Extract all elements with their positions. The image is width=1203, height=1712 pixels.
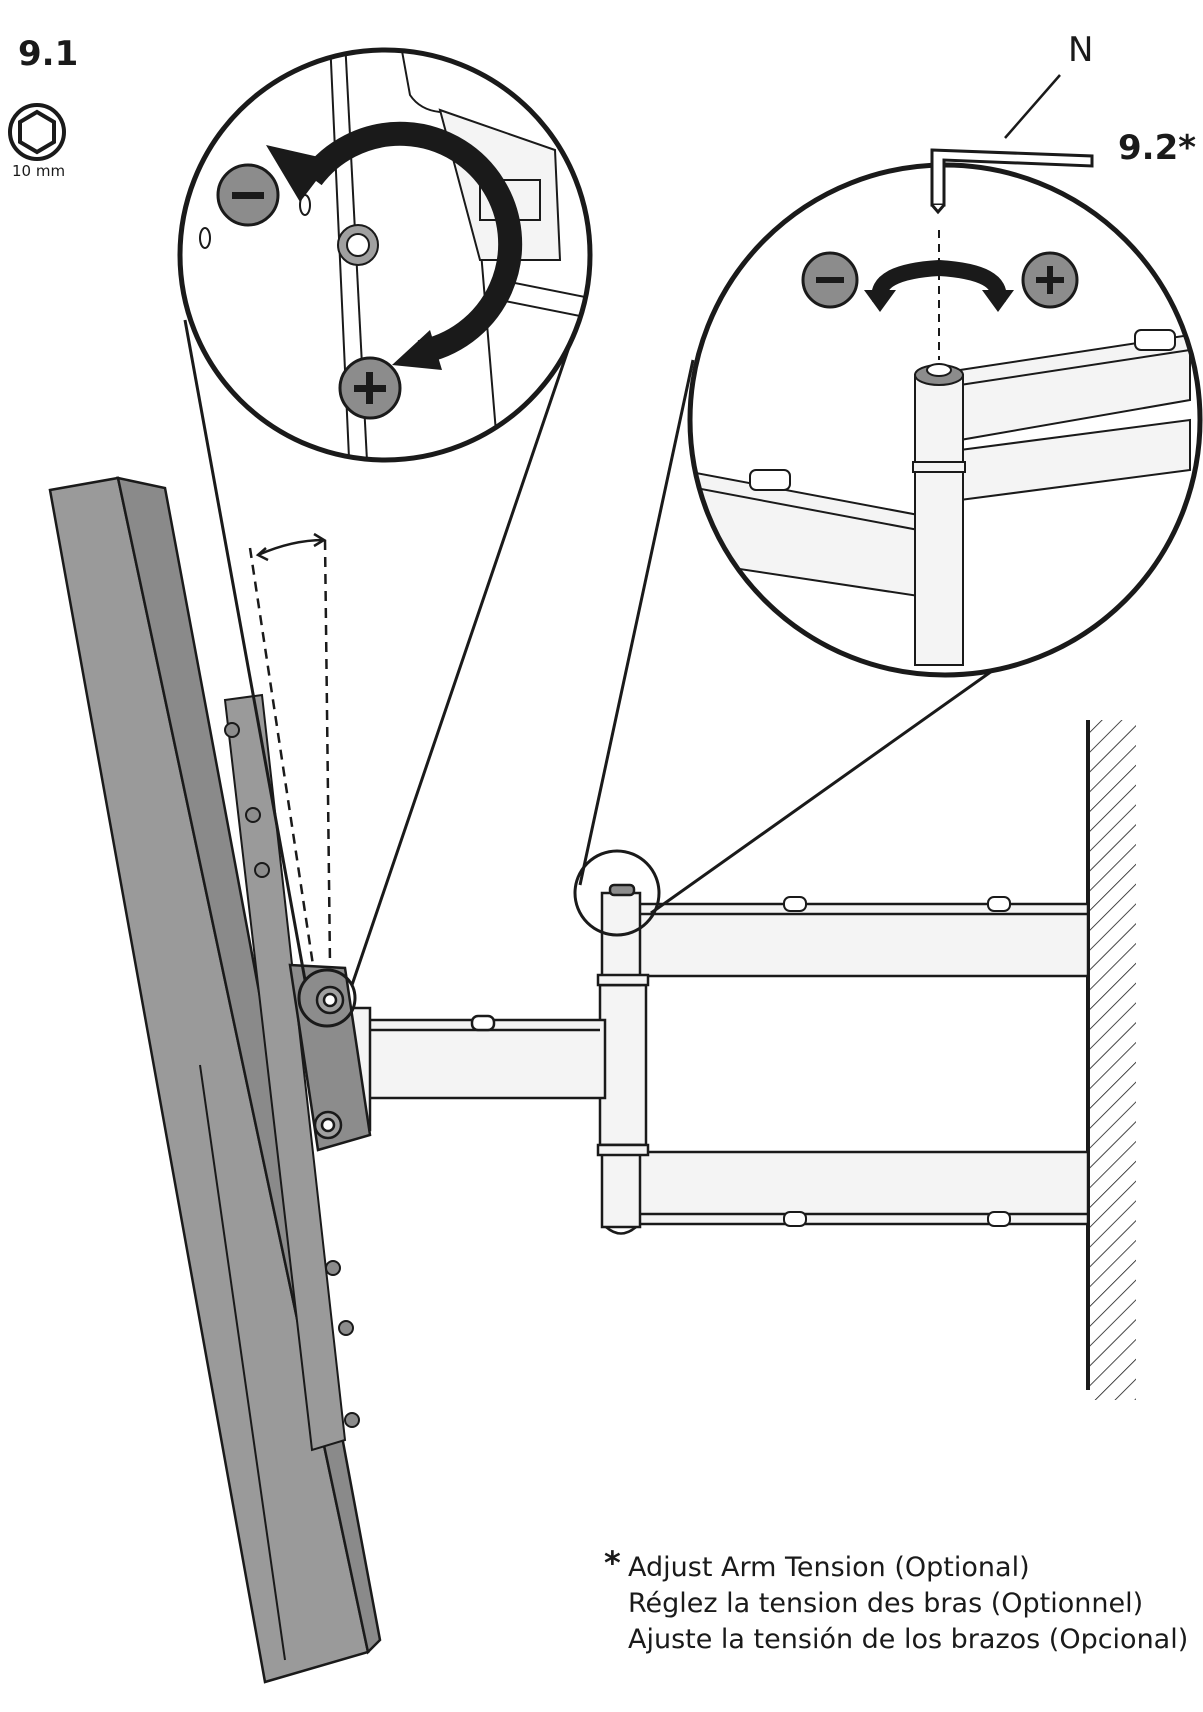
note-line-french: Réglez la tension des bras (Optionnel) (628, 1588, 1144, 1619)
tilt-detail-zoom (177, 47, 593, 463)
note-line-english: Adjust Arm Tension (Optional) (628, 1552, 1030, 1583)
step-number-1: 9.1 (18, 34, 79, 74)
note-marker: * (604, 1550, 621, 1582)
arm-tension-detail-zoom (687, 162, 1203, 678)
minus-circle-icon (801, 251, 859, 309)
allen-key-icon (930, 148, 1094, 215)
plus-circle-icon (338, 356, 402, 420)
arm-screws (783, 896, 1011, 1227)
circular-arrow-icon (302, 121, 523, 364)
circular-arrow-icon (864, 290, 896, 312)
tv-panel (48, 476, 382, 1684)
wall (1086, 720, 1136, 1400)
hex-socket-icon (8, 103, 66, 161)
tilt-bracket (288, 963, 372, 1152)
part-letter-label: N (1068, 30, 1094, 70)
tv-bracket-bolts (224, 722, 360, 1428)
plus-circle-icon (1021, 251, 1079, 309)
minus-circle-icon (216, 163, 280, 227)
note-line-spanish: Ajuste la tensión de los brazos (Opciona… (628, 1624, 1189, 1655)
tv-arm (320, 1006, 607, 1132)
circular-arrow-icon (871, 259, 1007, 302)
arm-tension-note: * Adjust Arm Tension (Optional) Réglez l… (604, 1550, 1203, 1658)
part-leader-line (1004, 74, 1061, 139)
hinge-column (596, 883, 650, 1235)
wall-arm-upper (623, 902, 1090, 1226)
tilt-range-indicator (248, 532, 332, 966)
tool-size-label: 10 mm (12, 162, 66, 180)
step-number-2: 9.2* (1118, 128, 1197, 168)
circular-arrow-icon (266, 145, 332, 202)
circular-arrow-icon (392, 330, 442, 370)
circular-arrow-icon (982, 290, 1014, 312)
